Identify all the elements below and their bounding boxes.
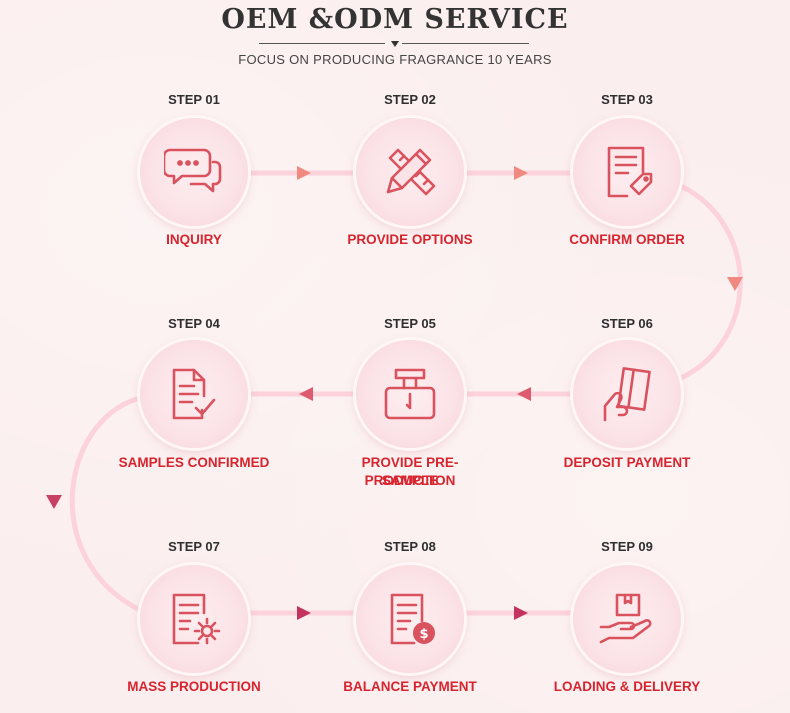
step-name: CONFIRM ORDER [569, 232, 685, 247]
step-name: PROVIDE PRE-PRODUCTION [361, 455, 459, 488]
step-number: STEP 02 [384, 92, 436, 107]
step-number: STEP 07 [168, 539, 220, 554]
step-6: STEP 06 DEPOSIT PAYMENT [537, 316, 717, 476]
document-check-icon [172, 368, 216, 420]
svg-text:$: $ [419, 627, 428, 642]
title-divider-marker [391, 41, 399, 47]
hand-card-icon [603, 367, 651, 422]
arrow-left-1 [517, 387, 531, 401]
chat-bubbles-icon [164, 148, 222, 193]
step-2: STEP 02 PROVIDE OPTIONS [320, 92, 500, 252]
connector-3-6 [678, 183, 743, 381]
step-icon-circle [573, 340, 681, 448]
title-divider-left [259, 43, 385, 44]
step-icon-circle [356, 118, 464, 226]
step-name: SAMPLES CONFIRMED [118, 455, 270, 470]
hand-box-icon [599, 593, 652, 644]
arrow-right-2 [514, 166, 528, 180]
step-name: MASS PRODUCTION [127, 679, 261, 694]
arrow-down-1 [727, 277, 743, 291]
arrow-right-4 [514, 606, 528, 620]
perfume-bottle-icon [384, 368, 436, 420]
step-5: STEP 05 PROVIDE PRE-PRODUCTION SAMPLE [320, 316, 500, 496]
step-icon-circle [573, 118, 681, 226]
step-1: STEP 01 INQUIRY [104, 92, 284, 252]
step-4: STEP 04 SAMPLES CONFIRMED [104, 316, 284, 476]
step-3: STEP 03 CONFIRM ORDER [537, 92, 717, 252]
step-7: STEP 07 MASS PRODUCTION [104, 539, 284, 699]
page-title: OEM &ODM SERVICE [221, 4, 569, 35]
arrow-left-2 [299, 387, 313, 401]
step-name: INQUIRY [166, 232, 222, 247]
step-number: STEP 05 [384, 316, 436, 331]
step-number: STEP 01 [168, 92, 220, 107]
invoice-coin-icon: $ [390, 593, 435, 645]
step-number: STEP 06 [601, 316, 653, 331]
step-icon-circle [573, 565, 681, 673]
step-number: STEP 03 [601, 92, 653, 107]
pencil-ruler-icon [386, 148, 436, 196]
arrow-right-1 [297, 166, 311, 180]
document-gear-icon [172, 593, 221, 645]
step-icon-circle [140, 565, 248, 673]
step-name: PROVIDE OPTIONS [347, 232, 473, 247]
connector-4-7 [69, 395, 143, 613]
step-number: STEP 04 [168, 316, 220, 331]
step-number: STEP 08 [384, 539, 436, 554]
step-number: STEP 09 [601, 539, 653, 554]
step-icon-circle [356, 340, 464, 448]
step-icon-circle [140, 340, 248, 448]
arrow-down-2 [46, 495, 62, 509]
step-8: STEP 08 $ BALANCE PAYMENT [320, 539, 500, 699]
step-icon-circle [140, 118, 248, 226]
title-divider-right [402, 43, 529, 44]
step-name: LOADING & DELIVERY [553, 679, 701, 694]
page-subtitle: FOCUS ON PRODUCING FRAGRANCE 10 YEARS [238, 52, 552, 67]
step-name: DEPOSIT PAYMENT [563, 455, 691, 470]
step-name-line2: SAMPLE [381, 473, 439, 488]
step-name: BALANCE PAYMENT [343, 679, 477, 694]
step-icon-circle: $ [356, 565, 464, 673]
order-form-tag-icon [607, 146, 653, 198]
step-9: STEP 09 LOADING & DELIVERY [537, 539, 717, 699]
arrow-right-3 [297, 606, 311, 620]
